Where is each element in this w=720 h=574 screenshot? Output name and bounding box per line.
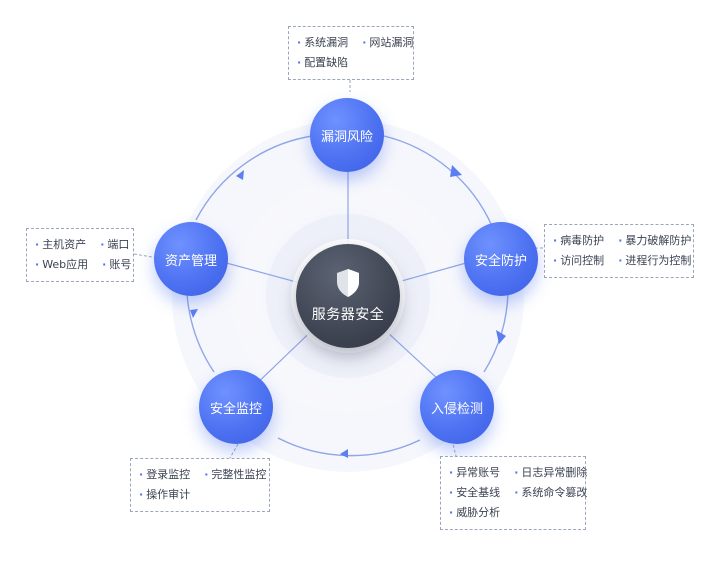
arrowhead-5 (236, 170, 244, 180)
callout-item: Web应用 (35, 255, 88, 275)
callout-item: 异常账号 (449, 463, 500, 483)
center-node: 服务器安全 (296, 244, 400, 348)
arc-intrusion-monitor (277, 437, 421, 457)
center-label: 服务器安全 (311, 307, 385, 323)
shield-icon (337, 269, 359, 297)
callout-item: 完整性监控 (204, 465, 266, 485)
callout-item: 主机资产 (35, 235, 86, 255)
callout-item: 访问控制 (553, 251, 604, 271)
arrowhead-1 (450, 165, 462, 177)
arrowhead-2 (496, 330, 506, 344)
callout-item: 网站漏洞 (362, 33, 413, 53)
node-intrusion[interactable]: 入侵检测 (420, 370, 494, 444)
callout-vuln: 系统漏洞网站漏洞 配置缺陷 (288, 26, 414, 80)
arc-asset-vuln (195, 135, 313, 221)
arc-vuln-protect (383, 135, 493, 227)
callout-protect: 病毒防护暴力破解防护 访问控制进程行为控制 (544, 224, 694, 278)
node-monitor[interactable]: 安全监控 (199, 370, 273, 444)
callout-monitor: 登录监控完整性监控 操作审计 (130, 458, 270, 512)
callout-item: 日志异常删除 (514, 463, 587, 483)
callout-item: 暴力破解防护 (618, 231, 691, 251)
callout-item: 系统命令篡改 (514, 483, 587, 503)
callout-item: 端口 (100, 235, 129, 255)
callout-item: 账号 (102, 255, 131, 275)
arrowhead-3 (340, 449, 348, 458)
callout-item: 病毒防护 (553, 231, 604, 251)
callout-item: 进程行为控制 (618, 251, 691, 271)
node-protect[interactable]: 安全防护 (464, 222, 538, 296)
callout-item: 配置缺陷 (297, 53, 348, 73)
callout-intrusion: 异常账号日志异常删除 安全基线系统命令篡改 威胁分析 (440, 456, 587, 530)
callout-asset: 主机资产端口 Web应用账号 (26, 228, 134, 282)
callout-item: 登录监控 (139, 465, 190, 485)
arrowheads (190, 165, 506, 458)
callout-item: 安全基线 (449, 483, 500, 503)
node-asset[interactable]: 资产管理 (154, 222, 228, 296)
node-vuln[interactable]: 漏洞风险 (310, 98, 384, 172)
arrowhead-4 (190, 309, 198, 318)
callout-item: 威胁分析 (449, 503, 500, 523)
callout-item: 系统漏洞 (297, 33, 348, 53)
callout-item: 操作审计 (139, 485, 190, 505)
